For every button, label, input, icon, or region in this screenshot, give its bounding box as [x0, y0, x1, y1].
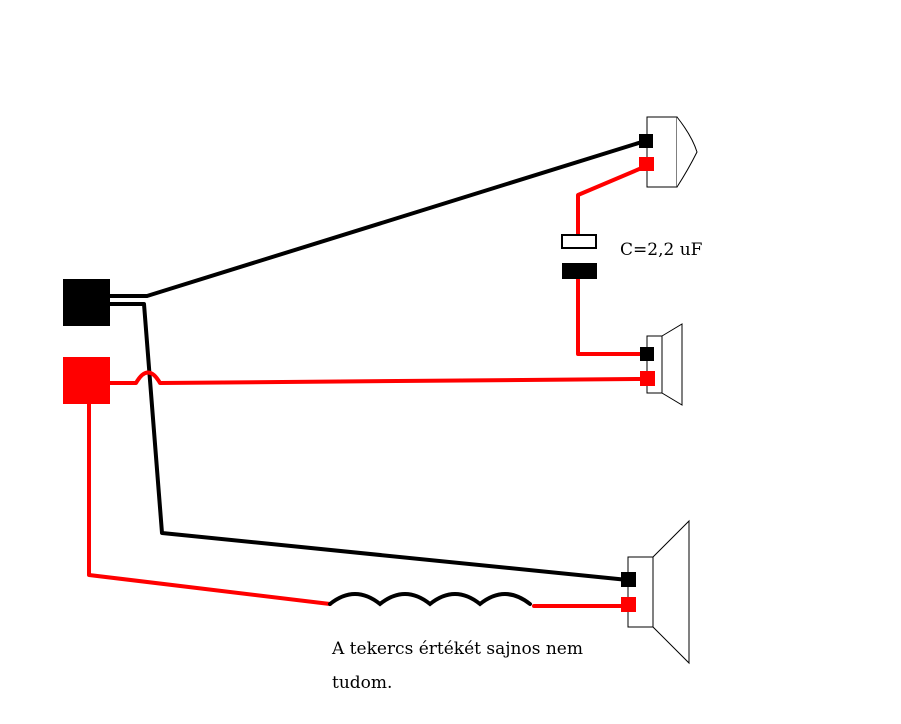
- woofer-cone: [652, 519, 690, 665]
- capacitor-plate-bottom: [562, 263, 597, 279]
- amp-negative-terminal: [63, 279, 110, 326]
- coil-note-line-1: A tekercs értékét sajnos nem: [332, 639, 583, 659]
- woofer-positive-terminal: [621, 597, 636, 612]
- midrange-negative-terminal: [640, 347, 654, 361]
- capacitor-plate-top: [561, 234, 597, 249]
- capacitor-label: C=2,2 uF: [620, 240, 703, 260]
- wire-capacitor-to-midrange: [576, 277, 644, 356]
- midrange-cone: [661, 323, 683, 406]
- midrange-positive-terminal: [640, 371, 655, 386]
- wire-negative-tweeter: [108, 139, 647, 298]
- amp-positive-terminal: [63, 357, 110, 404]
- tweeter-body: [646, 116, 678, 188]
- coil-note-line-2: tudom.: [332, 673, 393, 693]
- wire-negative-woofer: [108, 302, 630, 582]
- tweeter: [639, 116, 698, 188]
- inductor-coil: [328, 592, 532, 607]
- tweeter-dome: [676, 116, 698, 188]
- tweeter-positive-terminal: [639, 157, 654, 171]
- wire-positive-woofer: [87, 402, 332, 606]
- woofer-speaker: [621, 519, 690, 665]
- negative-wires: [108, 139, 647, 582]
- wire-positive-midrange: [108, 370, 642, 385]
- woofer-negative-terminal: [621, 572, 636, 587]
- tweeter-negative-terminal: [639, 134, 653, 148]
- woofer-body: [627, 556, 654, 628]
- midrange-speaker: [640, 323, 683, 406]
- wire-tweeter-to-capacitor: [576, 165, 646, 237]
- positive-wires: [87, 165, 646, 608]
